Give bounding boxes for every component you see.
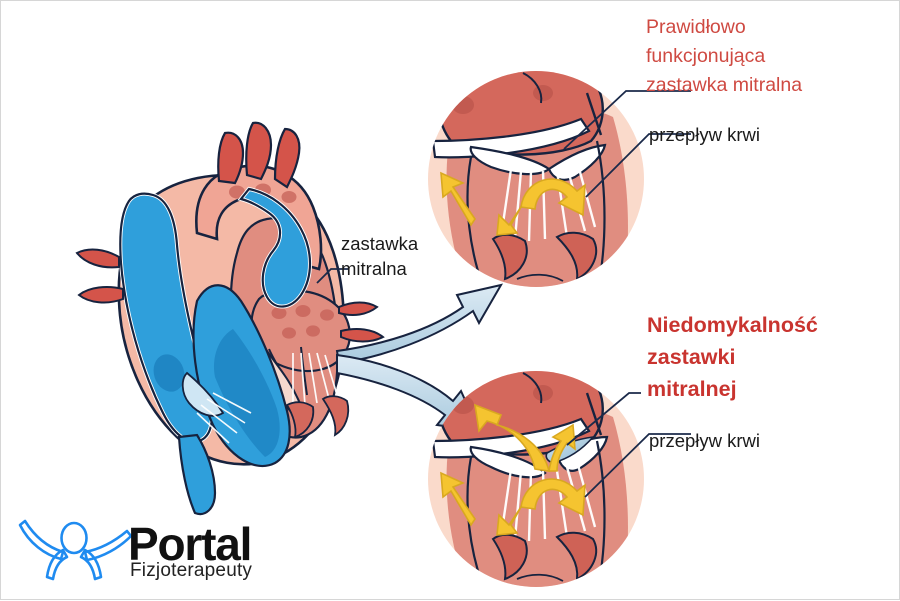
flow-arrow-regurgitant-jet-up (548, 423, 576, 472)
tricuspid-leaflet (181, 371, 225, 417)
right-ventricle-shade (213, 329, 280, 457)
chordae-tendineae-main (292, 352, 338, 406)
inset-regurg-flow-arrows (440, 403, 586, 536)
vena-cava-lumen-mark (153, 354, 185, 392)
inset-normal-papillary-right (555, 231, 598, 281)
superior-vena-cava-outline (119, 192, 213, 443)
inset-normal-caption-line2: funkcjonująca (646, 45, 766, 67)
pulmonary-vein-stubs-left (75, 248, 124, 304)
logo-person-icon (18, 519, 133, 581)
flow-arrow-regurgitant-jet (473, 403, 551, 472)
pulmonary-veins-right (338, 301, 385, 343)
inset-normal-flow-arrows (440, 171, 586, 236)
heart-valve-label-line1: zastawka (341, 233, 419, 254)
heart-label-leader-line (316, 268, 349, 284)
heart-valve-label-line2: mitralna (341, 258, 407, 279)
flow-arrow-regurg-down (496, 506, 522, 536)
atrium-muscle-dots (271, 305, 334, 339)
inset-regurg-flow-label: przepływ krwi (649, 430, 761, 451)
inset-regurg-caption-line2: zastawki (647, 345, 736, 369)
heart-cross-section (75, 121, 385, 516)
arrow-to-normal-inset (335, 283, 504, 365)
inset-normal-valve (428, 71, 691, 287)
pulmonary-artery-outline (239, 187, 311, 308)
papillary-muscle-left (285, 401, 315, 439)
flow-arrow-regurg-left (440, 471, 476, 527)
inset-normal-caption-line1: Prawidłowo (646, 16, 746, 38)
inset-regurg-caption-line1: Niedomykalność (647, 313, 818, 337)
flow-arrow-normal-down (496, 206, 522, 236)
inset-normal-flow-label: przepływ krwi (649, 124, 761, 145)
inset-regurg-caption-line3: mitralnej (647, 377, 737, 401)
logo-subtitle: Fizjoterapeuty (130, 560, 253, 581)
inset-normal-caption-line3: zastawka mitralna (646, 74, 803, 96)
flow-arrow-normal-curved (520, 178, 586, 217)
chordae-tendineae-right (196, 392, 252, 444)
inset-regurg-leader-lines (566, 392, 691, 498)
inset-regurg-papillary-right (555, 531, 598, 581)
inset-regurg-leaflet-anterior (469, 445, 547, 479)
aortic-branch-vessels (217, 121, 301, 189)
inset-regurgitation-valve (428, 371, 691, 587)
logo-wordmark: Portal (128, 518, 252, 570)
inset-normal-leader-lines (563, 90, 691, 198)
inferior-vena-cava (177, 433, 217, 516)
flow-arrow-regurg-curved (520, 478, 586, 517)
flow-arrow-normal-left (440, 171, 476, 227)
papillary-muscle-right (321, 395, 350, 437)
